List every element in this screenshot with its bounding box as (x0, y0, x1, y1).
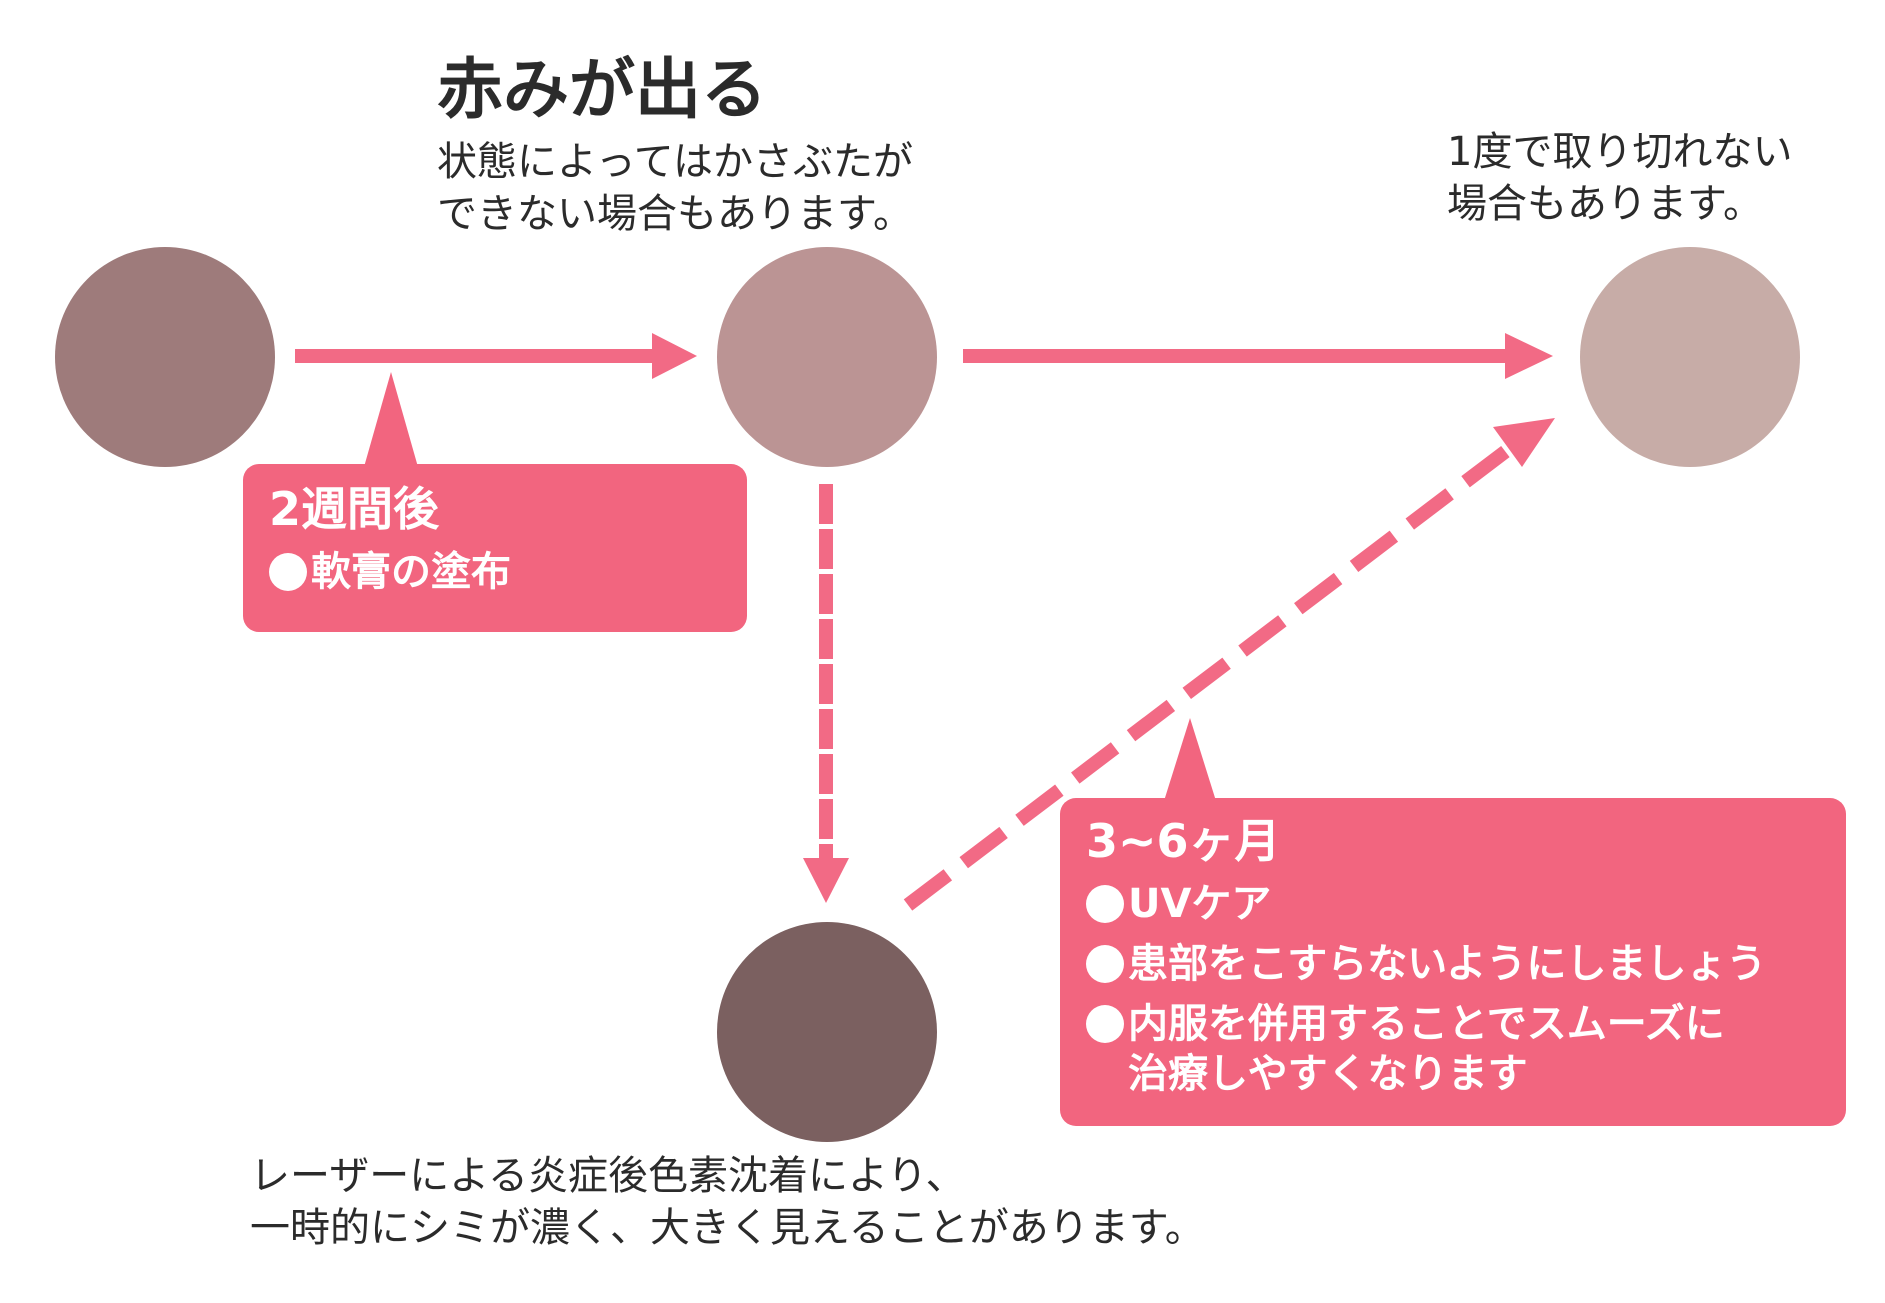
callout-title: 2週間後 (269, 482, 440, 536)
arrowhead-start-to-mid (652, 333, 697, 379)
callout-three-to-six-months: 3~6ヶ月 UVケア 患部をこすらないようにしましょう 内服を併用することでスム… (1060, 798, 1846, 1126)
right-caption: 1度で取り切れない 場合もあります。 (1447, 126, 1792, 230)
mid-heading: 赤みが出る (437, 51, 767, 128)
callout-item-line: 患部をこすらないようにしましょう (1128, 941, 1767, 988)
callout-item-text: 患部をこすらないようにしましょう (1128, 939, 1766, 989)
callout-item-text: 内服を併用することでスムーズに 治療しやすくなります (1128, 999, 1725, 1099)
callout-item-line: 軟膏の塗布 (311, 549, 511, 596)
right-caption-line: 場合もあります。 (1447, 181, 1763, 227)
circle-mid (717, 247, 937, 467)
callout-item-text: UVケア (1128, 879, 1271, 929)
bottom-caption-line: レーザーによる炎症後色素沈着により、 (250, 1153, 966, 1199)
callout-item-line: 内服を併用することでスムーズに (1128, 1001, 1725, 1048)
mid-caption: 状態によってはかさぶたが できない場合もあります。 (437, 136, 913, 240)
callout-item-line: UVケア (1128, 881, 1272, 928)
callout-item: 内服を併用することでスムーズに 治療しやすくなります (1086, 999, 1820, 1099)
callout-two-weeks: 2週間後 軟膏の塗布 (243, 464, 747, 632)
bottom-caption: レーザーによる炎症後色素沈着により、 一時的にシミが濃く、大きく見えることがあり… (250, 1150, 1205, 1254)
mid-caption-line: できない場合もあります。 (437, 191, 913, 237)
bottom-caption-line: 一時的にシミが濃く、大きく見えることがあります。 (250, 1205, 1205, 1251)
arrowhead-mid-to-right (1505, 333, 1553, 379)
circle-right (1580, 247, 1800, 467)
callout-item: 患部をこすらないようにしましょう (1086, 939, 1820, 989)
arrow-bottom-to-right-dashed (903, 442, 1515, 911)
circle-start (55, 247, 275, 467)
right-caption-line: 1度で取り切れない (1447, 129, 1793, 175)
callout-pointer-two-weeks (364, 372, 418, 467)
callout-item-text: 軟膏の塗布 (311, 547, 511, 597)
arrowhead-mid-to-bottom (803, 858, 849, 903)
callout-title: 3~6ヶ月 (1086, 814, 1281, 868)
callout-item: UVケア (1086, 879, 1820, 929)
callout-item-line: 治療しやすくなります (1128, 1051, 1528, 1098)
callout-item: 軟膏の塗布 (269, 547, 721, 597)
bullet-icon (1086, 1005, 1124, 1044)
circle-bottom (717, 922, 937, 1142)
bullet-icon (269, 553, 307, 592)
mid-caption-line: 状態によってはかさぶたが (437, 139, 913, 185)
arrowhead-bottom-to-right (1493, 418, 1555, 467)
callout-pointer-three-to-six-months (1164, 718, 1216, 801)
bullet-icon (1086, 945, 1124, 984)
bullet-icon (1086, 885, 1124, 924)
